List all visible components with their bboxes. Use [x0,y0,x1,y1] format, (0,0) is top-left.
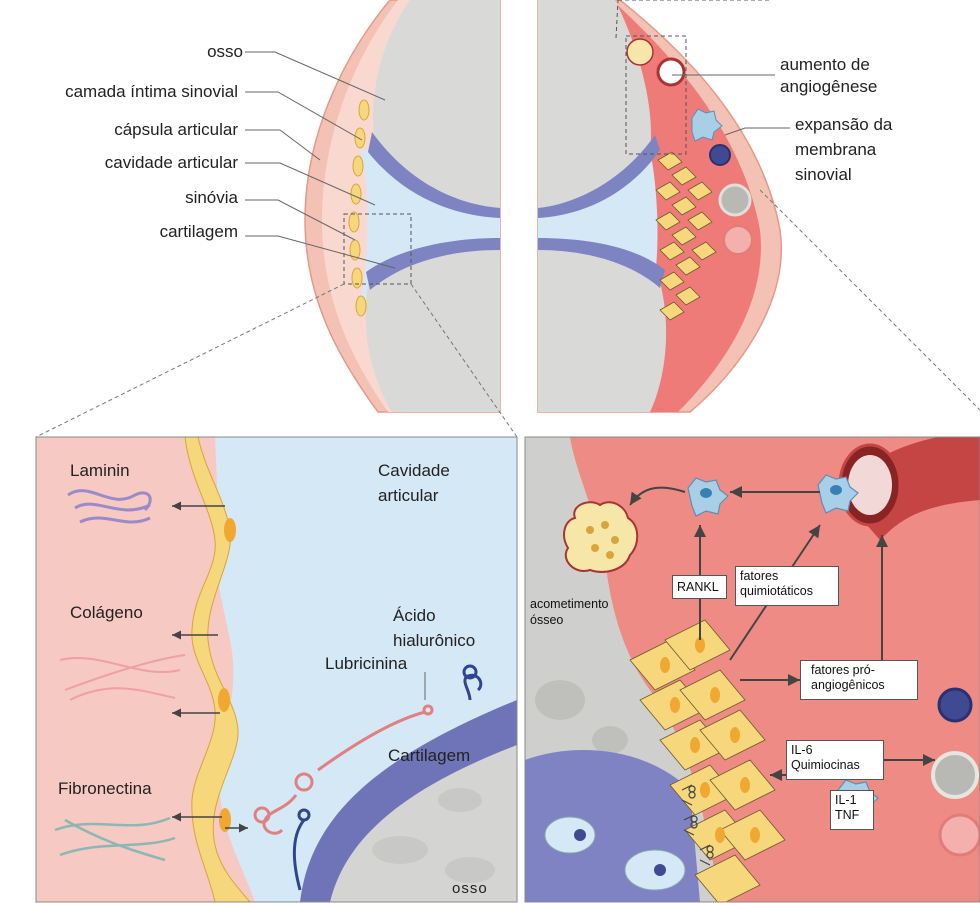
label-collagen: Colágeno [70,602,143,624]
label-bone: osso [207,42,243,62]
label-bone-involvement-1: acometimento [530,597,609,612]
neutrophil-br [940,815,980,855]
healthy-synovium-panel [36,437,517,902]
chemotactic-box: fatores quimiotáticos [735,566,839,606]
label-angiogenesis-1: aumento de [780,55,870,75]
chemotactic-line2: quimiotáticos [740,584,834,599]
il6-line2: Quimiocinas [791,758,879,773]
inflamed-joint [538,0,790,412]
label-synovium: sinóvia [185,188,238,208]
label-joint-cavity: cavidade articular [105,153,238,173]
proangio-line1: fatores pró- [811,663,913,678]
il6-box: IL-6 Quimiocinas [786,740,884,780]
osteoclast-cell [627,39,653,65]
lymphocyte-br [933,753,977,797]
label-cavity-2: articular [378,485,438,507]
rankl-box: RANKL [672,575,727,599]
il1-box: IL-1 TNF [830,790,874,830]
label-hyaluronic-2: hialurônico [393,630,475,652]
dendritic-cell [710,145,730,165]
label-joint-capsule: cápsula articular [114,120,238,140]
lymphocyte [720,185,750,215]
label-bone-panel: osso [452,878,488,900]
blood-vessel [658,59,684,85]
label-synovial-intima: camada íntima sinovial [65,82,238,102]
label-expansion-1: expansão da [795,115,892,135]
label-expansion-2: membrana [795,140,876,160]
il1-line1: IL-1 [835,793,869,808]
label-hyaluronic-1: Ácido [393,605,436,627]
proangio-line2: angiogênicos [811,678,913,693]
dendritic-cell-br [939,689,971,721]
label-expansion-3: sinovial [795,165,852,185]
label-cartilage-panel: Cartilagem [388,745,470,767]
neutrophil [724,226,752,254]
chemotactic-line1: fatores [740,569,834,584]
il6-line1: IL-6 [791,743,879,758]
il1-line2: TNF [835,808,869,823]
label-cavity-1: Cavidade [378,460,450,482]
label-angiogenesis-2: angiogênese [780,77,877,97]
label-lubricin: Lubricinina [325,653,407,675]
label-laminin: Laminin [70,460,130,482]
healthy-joint [245,0,500,412]
label-cartilage: cartilagem [160,222,238,242]
label-fibronectin: Fibronectina [58,778,152,800]
proangio-box: fatores pró- angiogênicos [800,660,918,700]
label-bone-involvement-2: ósseo [530,613,563,628]
